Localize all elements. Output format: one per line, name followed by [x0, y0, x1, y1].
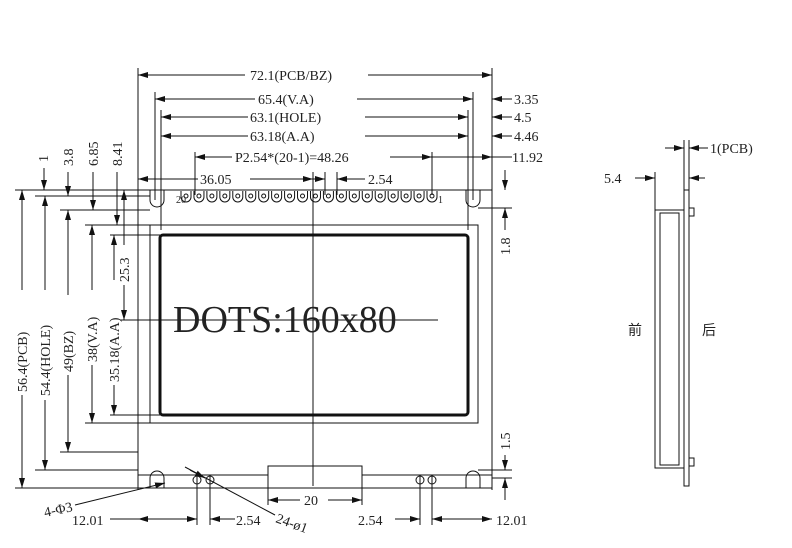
pin-hole [235, 193, 241, 199]
pin-hole [222, 193, 228, 199]
pin-hole [377, 193, 383, 199]
left-dimension-lines [15, 168, 160, 489]
pin-pad [335, 191, 347, 203]
extension-lines [137, 68, 493, 490]
pin-hole [209, 193, 215, 199]
pin-hole [325, 193, 331, 199]
pin-hole [261, 193, 267, 199]
right-offset-label: 12.01 [496, 514, 528, 529]
pin-pad [400, 191, 412, 203]
va-height-label: 38(V.A) [86, 316, 101, 362]
pin-pad [297, 191, 309, 203]
dim-3-8-label: 3.8 [62, 149, 77, 167]
pin-pad [309, 191, 321, 203]
pin-row [180, 191, 438, 203]
side-thickness-label: 5.4 [604, 172, 622, 187]
aa-height-label: 35.18(A.A) [108, 317, 123, 382]
small-holes-label: 24-ø1 [274, 512, 310, 537]
pin-hole [183, 193, 189, 199]
front-label: 前 [628, 322, 642, 339]
pin-hole [364, 193, 370, 199]
display-label: DOTS:160x80 [173, 299, 397, 341]
center-width-label: 20 [304, 494, 318, 509]
left-dimension-labels: 1 3.8 6.85 8.41 56.4(PCB) 54.4(HOLE) 49(… [16, 142, 133, 397]
pin-hole [196, 193, 202, 199]
bz-height-label: 49(BZ) [62, 330, 77, 372]
pin-pad [284, 191, 296, 203]
pin-last-label: 1 [438, 195, 443, 206]
pin-hole [287, 193, 293, 199]
pin-pad [374, 191, 386, 203]
pin-pad [193, 191, 205, 203]
pin-hole [338, 193, 344, 199]
pitch-label: P2.54*(20-1)=48.26 [235, 151, 349, 166]
pin-pad [426, 191, 438, 203]
top-dimension-labels: 72.1(PCB/BZ) 65.4(V.A) 63.1(HOLE) 63.18(… [200, 69, 543, 188]
pcb-width-label: 72.1(PCB/BZ) [250, 69, 332, 84]
viewing-area [158, 233, 470, 417]
bottom-holes [192, 475, 437, 485]
pin-first-label: 20 [176, 195, 186, 206]
side-pcb-label: 1(PCB) [710, 142, 753, 157]
bezel-outline [149, 224, 479, 424]
pin-pad [361, 191, 373, 203]
aa-width-label: 63.18(A.A) [250, 130, 315, 145]
pin-hole [312, 193, 318, 199]
pin-pad [387, 191, 399, 203]
pin-pad [206, 191, 218, 203]
pin-pad [219, 191, 231, 203]
pin-hole [403, 193, 409, 199]
right-pitch-label: 2.54 [358, 514, 383, 529]
pin-offset-label: 36.05 [200, 173, 232, 188]
holes-label: 4-Φ3 [43, 500, 74, 521]
pin-pad [322, 191, 334, 203]
right-top-dim-label: 1.8 [499, 238, 514, 256]
pin-pad [413, 191, 425, 203]
center-height-label: 25.3 [118, 258, 133, 283]
right-dimension-lines [478, 170, 512, 500]
pin-pitch-label: 2.54 [368, 173, 393, 188]
va-offset-label: 3.35 [514, 93, 539, 108]
dim-1-label: 1 [37, 155, 52, 162]
back-label: 后 [702, 323, 716, 339]
pin-hole [416, 193, 422, 199]
left-pitch-label: 2.54 [236, 514, 261, 529]
aa-offset-label: 4.46 [514, 130, 539, 145]
pin-hole [300, 193, 306, 199]
hole-width-label: 63.1(HOLE) [250, 111, 321, 126]
pin-pad [258, 191, 270, 203]
pin-pad [271, 191, 283, 203]
pin-hole [351, 193, 357, 199]
pin-pad [348, 191, 360, 203]
dim-6-85-label: 6.85 [87, 142, 102, 167]
pin-hole [274, 193, 280, 199]
pin-hole [390, 193, 396, 199]
pin-hole [248, 193, 254, 199]
pin-pad [245, 191, 257, 203]
right-bottom-dim-label: 1.5 [499, 433, 514, 451]
bottom-dimension-lines [74, 466, 492, 525]
left-offset-label: 12.01 [72, 514, 104, 529]
pin-hole [429, 193, 435, 199]
top-dimension-lines [138, 72, 512, 182]
pcb-height-label: 56.4(PCB) [16, 331, 31, 392]
va-width-label: 65.4(V.A) [258, 93, 314, 108]
hole-offset-label: 4.5 [514, 111, 532, 126]
pin-pad [180, 191, 192, 203]
hole-height-label: 54.4(HOLE) [39, 325, 54, 396]
side-view: 1(PCB) 5.4 前 后 [604, 140, 753, 487]
pin-right-offset-label: 11.92 [512, 151, 543, 166]
pin-pad [232, 191, 244, 203]
dim-8-41-label: 8.41 [111, 142, 126, 167]
